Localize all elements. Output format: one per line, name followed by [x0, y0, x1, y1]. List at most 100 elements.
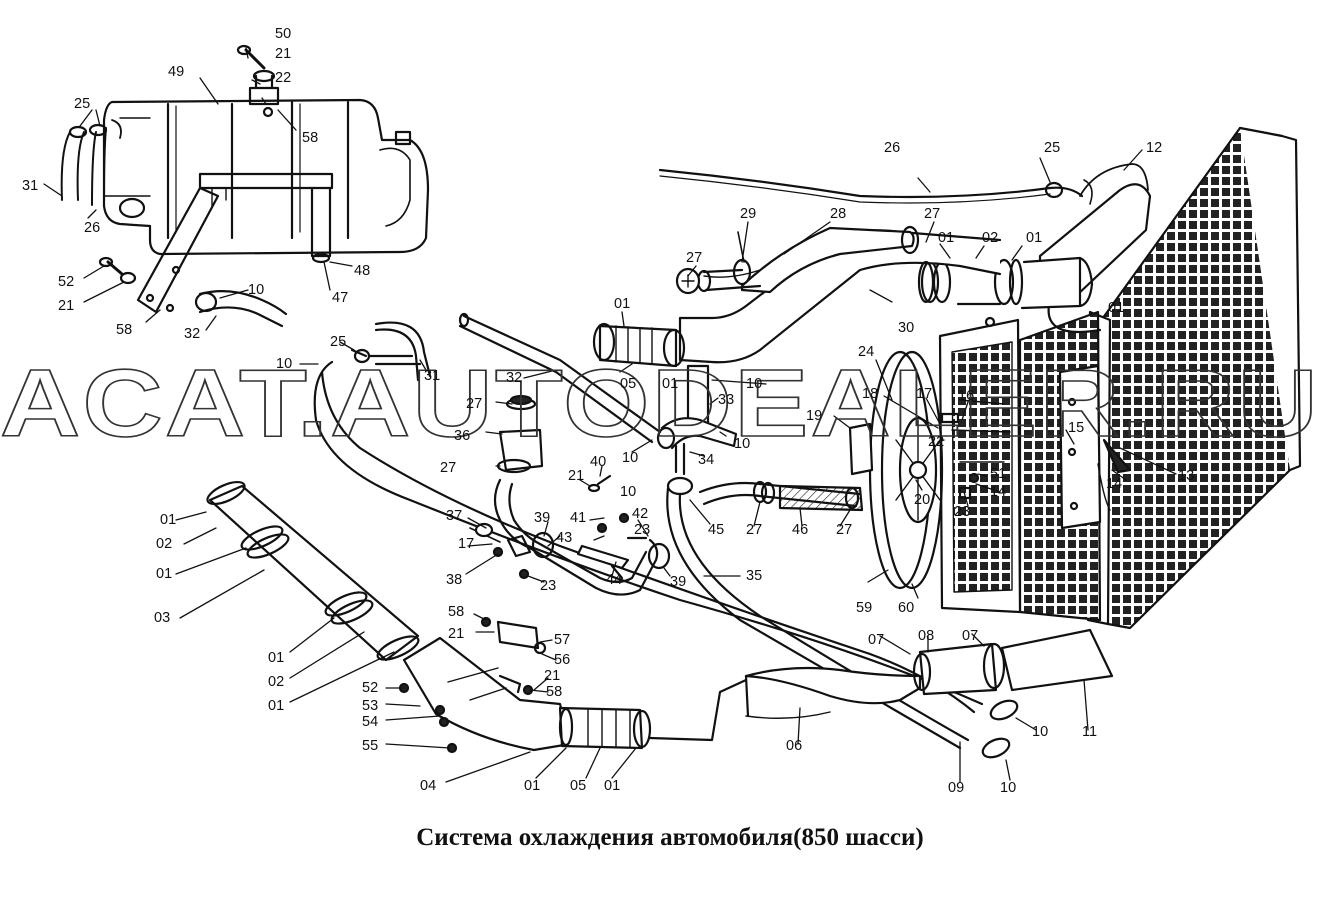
callout-label: 10 — [622, 450, 638, 466]
callout-label: 51 — [990, 466, 1006, 482]
callout-label: 22 — [928, 434, 944, 450]
callout-label: 48 — [354, 263, 370, 279]
callout-label: 11 — [1082, 724, 1097, 740]
callout-label: 52 — [58, 274, 74, 290]
diagram-caption: Система охлаждения автомобиля(850 шасси) — [416, 824, 924, 851]
callout-label: 37 — [446, 508, 462, 524]
central-pipes — [313, 312, 984, 750]
callout-label: 27 — [746, 522, 762, 538]
callout-label: 31 — [22, 178, 38, 194]
callout-label: 19 — [806, 408, 822, 424]
callout-label: 30 — [898, 320, 914, 336]
callout-label: 05 — [620, 376, 636, 392]
callout-label: 32 — [506, 370, 522, 386]
callout-label: 01 — [268, 698, 284, 714]
callout-label: 25 — [1044, 140, 1060, 156]
callout-label: 21 — [275, 46, 291, 62]
callout-label: 28 — [830, 206, 846, 222]
callout-label: 01 — [160, 512, 176, 528]
callout-label: 18 — [862, 386, 878, 402]
callout-label: 44 — [606, 572, 622, 588]
callout-label: 01 — [156, 566, 172, 582]
callout-label: 03 — [154, 610, 170, 626]
callout-label: 27 — [836, 522, 852, 538]
callout-label: 10 — [1032, 724, 1048, 740]
callout-label: 04 — [420, 778, 436, 794]
callout-label: 38 — [446, 572, 462, 588]
callout-label: 27 — [924, 206, 940, 222]
callout-label: 27 — [440, 460, 456, 476]
watermark: ACAT.AUTODEALER.RU — [0, 350, 1320, 457]
callout-label: 23 — [634, 522, 650, 538]
callout-label: 58 — [448, 604, 464, 620]
callout-label: 23 — [954, 504, 970, 520]
callout-label: 21 — [58, 298, 74, 314]
callout-label: 49 — [168, 64, 184, 80]
callout-label: 08 — [918, 628, 934, 644]
expansion-tank — [60, 44, 430, 328]
callout-label: 17 — [916, 386, 932, 402]
callout-label: 10 — [1000, 780, 1016, 796]
callout-label: 35 — [746, 568, 762, 584]
callout-label: 57 — [554, 632, 570, 648]
callout-label: 20 — [914, 492, 930, 508]
callout-label: 21 — [448, 626, 464, 642]
callout-label: 26 — [84, 220, 100, 236]
callout-label: 06 — [786, 738, 802, 754]
upper-hoses — [658, 168, 1084, 364]
callout-label: 39 — [534, 510, 550, 526]
callout-label: 07 — [868, 632, 884, 648]
callout-label: 27 — [686, 250, 702, 266]
callout-label: 05 — [570, 778, 586, 794]
callout-label: 01 — [938, 230, 954, 246]
callout-label: 55 — [362, 738, 378, 754]
callout-label: 16 — [958, 388, 974, 404]
callout-label: 21 — [544, 668, 560, 684]
callout-label: 47 — [332, 290, 348, 306]
callout-label: 43 — [556, 530, 572, 546]
callout-label: 21 — [568, 468, 584, 484]
callout-label: 10 — [620, 484, 636, 500]
callout-label: 15 — [1068, 420, 1084, 436]
callout-label: 01 — [1108, 300, 1124, 316]
callout-label: 54 — [362, 714, 378, 730]
callout-label: 33 — [718, 392, 734, 408]
callout-label: 24 — [858, 344, 874, 360]
callout-label: 50 — [275, 26, 291, 42]
callout-label: 32 — [184, 326, 200, 342]
callout-label: 01 — [524, 778, 540, 794]
callout-label: 25 — [330, 334, 346, 350]
leader-lines — [43, 47, 1177, 783]
callout-label: 34 — [698, 452, 714, 468]
callout-label: 23 — [540, 578, 556, 594]
callout-label: 09 — [948, 780, 964, 796]
callout-label: 39 — [670, 574, 686, 590]
callout-label: 01 — [1026, 230, 1042, 246]
callout-label: 14 — [990, 484, 1006, 500]
callout-label: 58 — [116, 322, 132, 338]
callout-label: 29 — [740, 206, 756, 222]
callout-label: 10 — [248, 282, 264, 298]
callout-label: 12 — [1146, 140, 1162, 156]
callout-label: 13 — [1178, 468, 1194, 484]
callout-numbers: 50 21 22 49 25 58 31 26 52 21 10 48 47 5… — [22, 26, 1194, 796]
callout-label: 10 — [734, 436, 750, 452]
callout-label: 56 — [554, 652, 570, 668]
callout-label: 27 — [466, 396, 482, 412]
callout-label: 53 — [362, 698, 378, 714]
callout-label: 59 — [856, 600, 872, 616]
callout-label: 02 — [982, 230, 998, 246]
callout-label: 25 — [74, 96, 90, 112]
callout-label: 31 — [424, 368, 440, 384]
callout-label: 40 — [590, 454, 606, 470]
callout-label: 52 — [362, 680, 378, 696]
callout-label: 01 — [614, 296, 630, 312]
callout-label: 26 — [884, 140, 900, 156]
callout-label: 01 — [604, 778, 620, 794]
callout-label: 36 — [454, 428, 470, 444]
callout-label: 10 — [276, 356, 292, 372]
callout-label: 02 — [268, 674, 284, 690]
callout-label: 58 — [546, 684, 562, 700]
callout-label: 10 — [746, 376, 762, 392]
